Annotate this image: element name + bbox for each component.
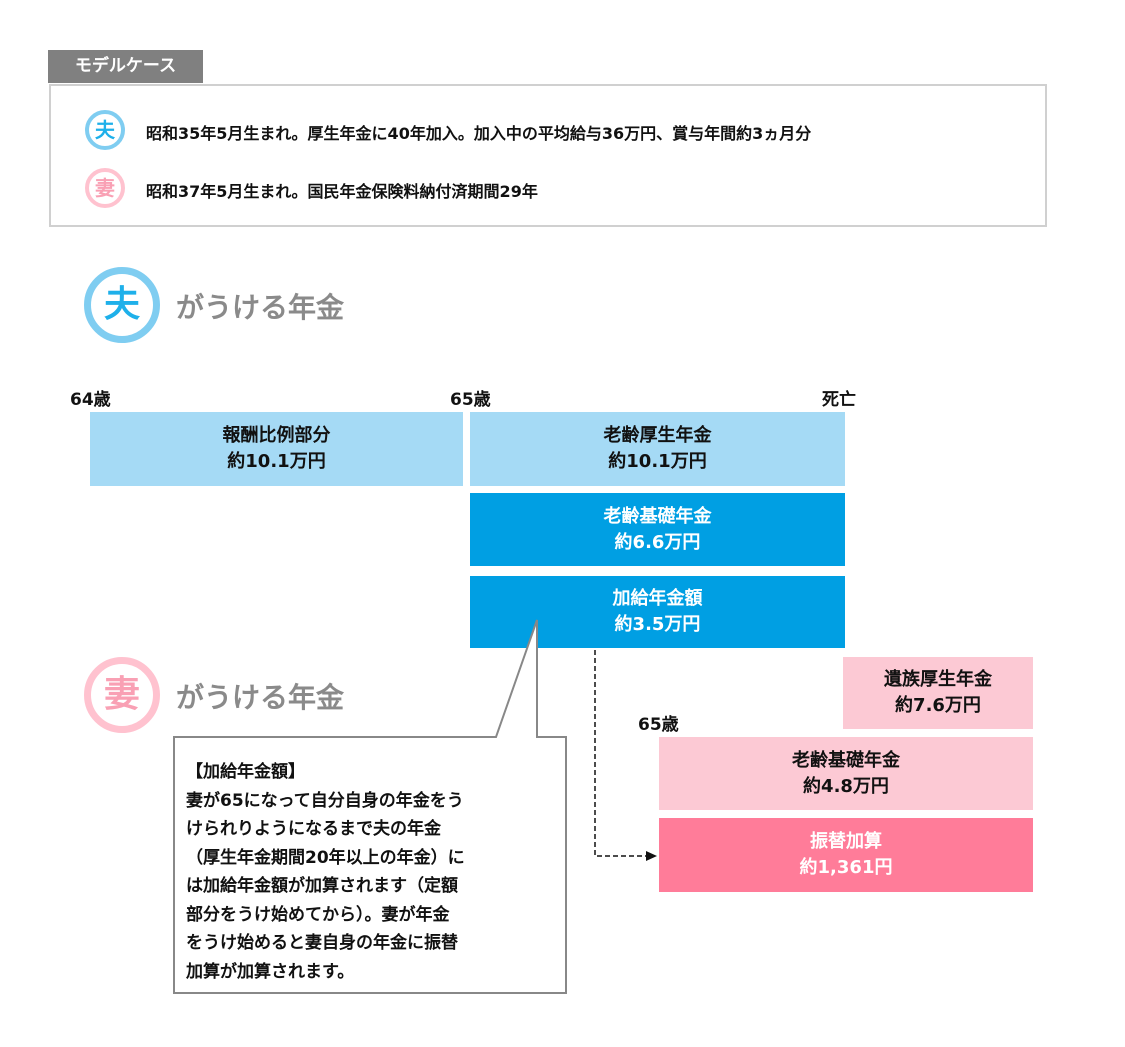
bar-name: 老齢基礎年金 [792, 749, 900, 771]
bar-amount: 約10.1万円 [608, 451, 707, 472]
callout-line: 部分をうけ始めてから）。妻が年金 [186, 904, 450, 925]
callout-line: （厚生年金期間20年以上の年金）に [186, 847, 465, 868]
bar-name: 遺族厚生年金 [884, 669, 992, 690]
bar-amount: 約7.6万円 [895, 695, 981, 716]
bar-survivors-pension: 遺族厚生年金 約7.6万円 [843, 657, 1033, 729]
bar-amount: 約4.8万円 [803, 775, 889, 797]
bar-name: 加給年金額 [612, 588, 703, 609]
age-65-label: 65歳 [450, 390, 491, 410]
husband-icon: 夫 [85, 110, 125, 150]
husband-description: 昭和35年5月生まれ。厚生年金に40年加入。加入中の平均給与36万円、賞与年間約… [146, 124, 812, 143]
callout-title: 【加給年金額】 [186, 762, 305, 782]
callout-line: けられりようになるまで夫の年金 [186, 819, 441, 839]
wife-icon: 妻 [85, 168, 125, 208]
bar-name: 振替加算 [810, 831, 882, 852]
death-label: 死亡 [822, 390, 856, 410]
bar-amount: 約1,361円 [799, 857, 893, 878]
model-case-box [49, 84, 1047, 227]
callout-bubble [173, 619, 567, 994]
bar-amount: 約6.6万円 [614, 531, 701, 553]
wife-age-65-label: 65歳 [638, 715, 679, 735]
bar-name: 老齢基礎年金 [603, 505, 712, 527]
bar-amount: 約10.1万円 [227, 451, 326, 472]
wife-section-title: がうける年金 [176, 681, 345, 714]
husband-large-icon: 夫 [84, 267, 160, 343]
bar-old-age-basic-pension-husband: 老齢基礎年金 約6.6万円 [470, 493, 845, 566]
callout-line: をうけ始めると妻自身の年金に振替 [186, 933, 458, 953]
bar-transfer-addition: 振替加算 約1,361円 [659, 818, 1033, 892]
bar-amount: 約3.5万円 [614, 614, 701, 635]
callout-text: 【加給年金額】 妻が65になって自分自身の年金をう けられりようになるまで夫の年… [186, 758, 558, 986]
model-case-tag: モデルケース [48, 50, 203, 83]
husband-section-title: がうける年金 [176, 291, 345, 324]
dashed-arrow-line [594, 650, 648, 857]
bar-name: 報酬比例部分 [222, 425, 331, 446]
age-64-label: 64歳 [70, 390, 111, 410]
arrow-head-icon [646, 851, 657, 861]
callout-line: 妻が65になって自分自身の年金をう [186, 790, 464, 811]
wife-description: 昭和37年5月生まれ。国民年金保険料納付済期間29年 [146, 182, 538, 201]
wife-large-icon: 妻 [84, 657, 160, 733]
bar-old-age-basic-pension-wife: 老齢基礎年金 約4.8万円 [659, 737, 1033, 810]
bar-name: 老齢厚生年金 [603, 425, 712, 446]
callout-line: は加給年金額が加算されます（定額 [186, 876, 458, 896]
bar-old-age-employees-pension: 老齢厚生年金 約10.1万円 [470, 412, 845, 486]
bar-earnings-related: 報酬比例部分 約10.1万円 [90, 412, 463, 486]
callout-line: 加算が加算されます。 [186, 961, 355, 982]
